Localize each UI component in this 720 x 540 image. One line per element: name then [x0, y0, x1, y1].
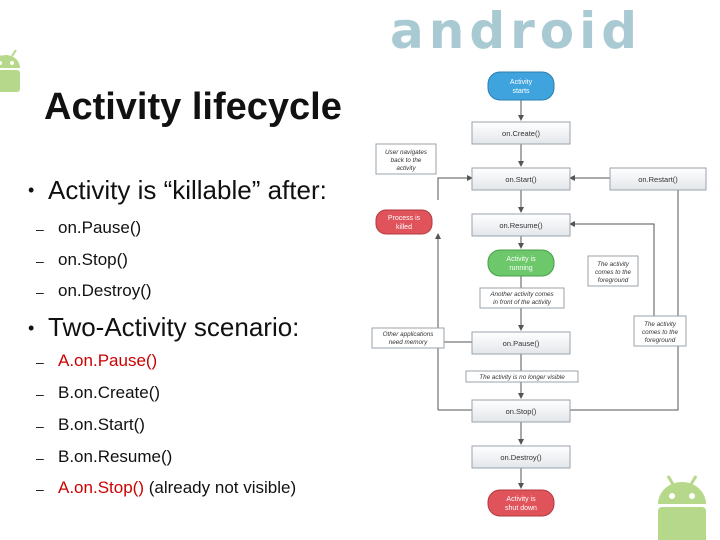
onstop-label: on.Stop()	[506, 407, 537, 416]
another-activity-note	[479, 287, 565, 309]
dash-marker: –	[36, 284, 44, 300]
sub-item-onpause: on.Pause()	[58, 218, 142, 237]
scenario-step-a-onstop-call: A.on.Stop()	[58, 478, 144, 497]
dash-marker: –	[36, 386, 44, 402]
user-navigates-note	[375, 143, 437, 175]
dash-marker: –	[36, 221, 44, 237]
bullet-dot: •	[28, 180, 35, 200]
onresume-label: on.Resume()	[499, 221, 543, 230]
process-killed-label-1: Process is	[388, 215, 421, 222]
no-longer-visible-label: The activity is no longer visible	[479, 374, 565, 381]
activity-starts-label-1: Activity	[510, 79, 533, 86]
onstart-node	[471, 167, 571, 191]
lifecycle-diagram: Activity starts on.Create() on.Start() o…	[371, 71, 707, 517]
dash-marker: –	[36, 450, 44, 466]
user-navigates-label-3: activity	[396, 165, 416, 172]
bullet-dot: •	[28, 318, 35, 338]
process-killed-node	[375, 209, 433, 235]
bullet-killable: Activity is “killable” after:	[48, 175, 327, 205]
activity-running-node	[487, 249, 555, 277]
scenario-step-a-onstop: A.on.Stop() (already not visible)	[58, 478, 296, 498]
scenario-step-a-onstop-note: (already not visible)	[144, 478, 297, 497]
comes-foreground-note-2	[633, 315, 687, 347]
comes-foreground-2-label-1: The activity	[644, 321, 677, 328]
comes-foreground-1-label-2: comes to the	[595, 269, 632, 276]
comes-foreground-2-label-3: foreground	[645, 337, 676, 344]
activity-starts-label-2: starts	[512, 88, 530, 95]
scenario-step-b-oncreate: B.on.Create()	[58, 383, 161, 402]
no-longer-visible-note	[465, 370, 579, 383]
activity-shutdown-label-1: Activity is	[506, 496, 536, 503]
ondestroy-node	[471, 445, 571, 469]
scenario-step-b-onresume: B.on.Resume()	[58, 447, 173, 466]
android-logo: android	[390, 2, 643, 60]
onstop-node	[471, 399, 571, 423]
comes-foreground-note-1	[587, 255, 639, 287]
activity-starts-node	[487, 71, 555, 101]
comes-foreground-2-label-2: comes to the	[642, 329, 679, 336]
other-apps-label-1: Other applications	[383, 331, 435, 338]
activity-running-label-2: running	[509, 265, 532, 272]
onpause-node	[471, 331, 571, 355]
onrestart-label: on.Restart()	[638, 175, 678, 184]
android-robot-icon	[0, 49, 20, 92]
bullet-two-activity: Two-Activity scenario:	[48, 312, 300, 342]
activity-shutdown-node	[487, 489, 555, 517]
android-robot-icon	[658, 475, 706, 540]
scenario-step-a-onpause: A.on.Pause()	[58, 351, 158, 370]
user-navigates-label-1: User navigates	[385, 149, 428, 156]
user-navigates-label-2: back to the	[391, 157, 422, 164]
other-apps-note	[371, 327, 445, 349]
oncreate-label: on.Create()	[502, 129, 540, 138]
onpause-label: on.Pause()	[503, 339, 540, 348]
another-activity-label-2: in front of the activity	[493, 299, 552, 306]
other-apps-label-2: need memory	[389, 339, 428, 346]
comes-foreground-1-label-1: The activity	[597, 261, 630, 268]
comes-foreground-1-label-3: foreground	[598, 277, 629, 284]
sub-item-ondestroy: on.Destroy()	[58, 281, 152, 300]
onrestart-node	[609, 167, 707, 191]
dash-marker: –	[36, 253, 44, 269]
activity-running-label-1: Activity is	[506, 256, 536, 263]
onresume-node	[471, 213, 571, 237]
ondestroy-label: on.Destroy()	[500, 453, 542, 462]
slide-title: Activity lifecycle	[44, 86, 342, 128]
scenario-step-b-onstart: B.on.Start()	[58, 415, 145, 434]
oncreate-node	[471, 121, 571, 145]
process-killed-label-2: killed	[396, 224, 412, 231]
onstart-label: on.Start()	[505, 175, 537, 184]
dash-marker: –	[36, 418, 44, 434]
dash-marker: –	[36, 481, 44, 497]
sub-item-onstop: on.Stop()	[58, 250, 128, 269]
activity-shutdown-label-2: shut down	[505, 505, 537, 512]
another-activity-label-1: Another activity comes	[489, 291, 554, 298]
dash-marker: –	[36, 354, 44, 370]
